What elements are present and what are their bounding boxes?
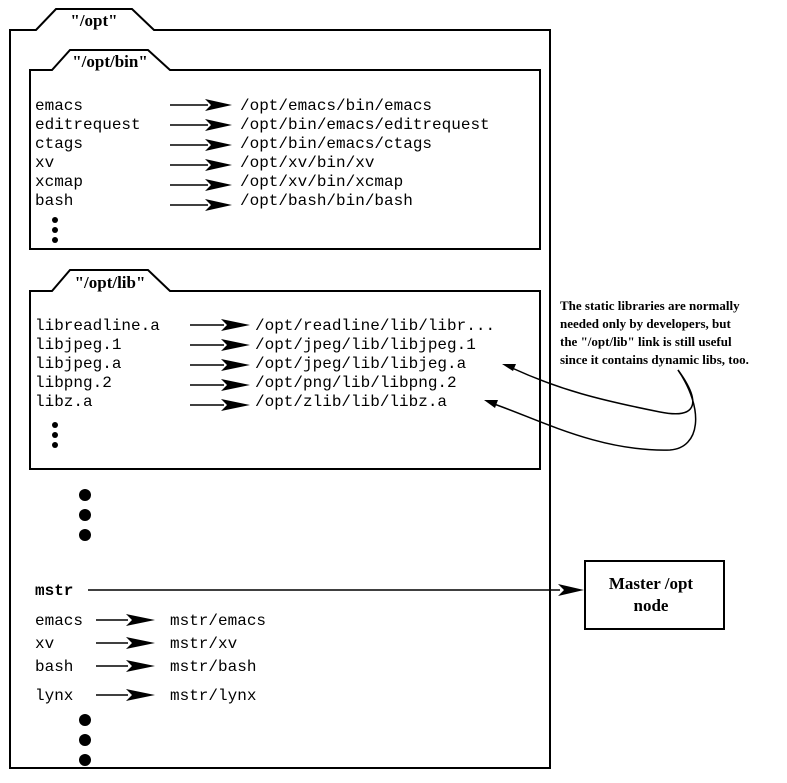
mstr-link-target: mstr/lynx	[170, 687, 256, 705]
bin-link-target: /opt/xv/bin/xcmap	[240, 173, 403, 191]
note-arrow-head	[484, 400, 498, 408]
mstr-link-target: mstr/emacs	[170, 612, 266, 630]
ellipsis-dot	[52, 442, 58, 448]
ellipsis-dot	[52, 217, 58, 223]
master-opt-node	[584, 560, 725, 630]
mstr-link-name: bash	[35, 658, 73, 676]
lib-link-name: libjpeg.a	[35, 355, 122, 373]
mstr-link-name: lynx	[35, 687, 73, 705]
bin-link-name: bash	[35, 192, 73, 210]
static-libraries-note: The static libraries are normally needed…	[560, 298, 749, 367]
link-arrow-head	[221, 379, 250, 391]
bin-arrows	[170, 99, 232, 211]
master-node-label-line: node	[634, 596, 669, 615]
opt-folder	[9, 8, 551, 769]
opt-ellipsis	[79, 489, 91, 541]
bin-link-target: /opt/emacs/bin/emacs	[240, 97, 432, 115]
mstr-link-target: mstr/bash	[170, 658, 256, 676]
lib-link-name: libz.a	[35, 393, 93, 411]
link-arrow-head	[221, 399, 250, 411]
mstr-entries: emacs mstr/emacs xv mstr/xv bash mstr/ba…	[35, 612, 266, 705]
bin-link-name: xcmap	[35, 173, 83, 191]
mstr-arrows	[96, 614, 155, 701]
master-node-label-line: Master /opt	[609, 574, 694, 593]
opt-folder-tab-label: "/opt"	[70, 11, 117, 30]
lib-link-target: /opt/zlib/lib/libz.a	[255, 393, 447, 411]
mstr-ellipsis	[79, 714, 91, 766]
mstr-label: mstr	[35, 582, 73, 600]
lib-ellipsis	[52, 422, 58, 448]
bin-link-target: /opt/bash/bin/bash	[240, 192, 413, 210]
ellipsis-dot	[79, 754, 91, 766]
opt-lib-tab-label: "/opt/lib"	[75, 273, 146, 292]
link-arrow-head	[221, 319, 250, 331]
note-line: the "/opt/lib" link is still useful	[560, 334, 732, 349]
note-line: The static libraries are normally	[560, 298, 740, 313]
link-arrow-head	[205, 159, 232, 171]
bin-entries: emacs /opt/emacs/bin/emacs editrequest /…	[35, 97, 490, 210]
link-arrow-head	[126, 637, 155, 649]
ellipsis-dot	[79, 734, 91, 746]
lib-link-name: libreadline.a	[35, 317, 160, 335]
bin-ellipsis	[52, 217, 58, 243]
ellipsis-dot	[79, 714, 91, 726]
link-arrow-head	[205, 179, 232, 191]
lib-link-target: /opt/png/lib/libpng.2	[255, 374, 457, 392]
mstr-link-name: emacs	[35, 612, 83, 630]
note-curve-to-libz	[493, 369, 697, 451]
link-arrow-head	[126, 689, 155, 701]
bin-link-name: xv	[35, 154, 55, 172]
bin-link-name: emacs	[35, 97, 83, 115]
link-arrow-head	[205, 99, 232, 111]
lib-arrows	[190, 319, 250, 411]
lib-link-target: /opt/jpeg/lib/libjpeg.1	[255, 336, 476, 354]
link-arrow-head	[205, 139, 232, 151]
mstr-link-target: mstr/xv	[170, 635, 238, 653]
bin-link-target: /opt/bin/emacs/editrequest	[240, 116, 490, 134]
ellipsis-dot	[79, 529, 91, 541]
opt-lib-folder	[29, 269, 541, 470]
bin-link-target: /opt/xv/bin/xv	[240, 154, 375, 172]
mstr-link-arrow-head	[558, 584, 584, 596]
ellipsis-dot	[79, 509, 91, 521]
ellipsis-dot	[52, 227, 58, 233]
ellipsis-dot	[52, 432, 58, 438]
opt-bin-tab-label: "/opt/bin"	[72, 52, 148, 71]
bin-link-target: /opt/bin/emacs/ctags	[240, 135, 432, 153]
link-arrow-head	[221, 359, 250, 371]
link-arrow-head	[205, 119, 232, 131]
lib-link-target: /opt/jpeg/lib/libjeg.a	[255, 355, 467, 373]
link-arrow-head	[205, 199, 232, 211]
lib-link-name: libjpeg.1	[35, 336, 121, 354]
note-line: since it contains dynamic libs, too.	[560, 352, 749, 367]
ellipsis-dot	[52, 237, 58, 243]
ellipsis-dot	[52, 422, 58, 428]
link-arrow-head	[126, 614, 155, 626]
link-arrow-head	[221, 339, 250, 351]
lib-link-name: libpng.2	[35, 374, 112, 392]
lib-link-target: /opt/readline/lib/libr...	[255, 317, 495, 335]
lib-entries: libreadline.a /opt/readline/lib/libr... …	[35, 317, 495, 411]
mstr-link-name: xv	[35, 635, 55, 653]
opt-bin-folder	[29, 49, 541, 250]
bin-link-name: editrequest	[35, 116, 141, 134]
ellipsis-dot	[79, 489, 91, 501]
note-line: needed only by developers, but	[560, 316, 731, 331]
note-arrow-head	[502, 364, 516, 371]
link-arrow-head	[126, 660, 155, 672]
bin-link-name: ctags	[35, 135, 83, 153]
